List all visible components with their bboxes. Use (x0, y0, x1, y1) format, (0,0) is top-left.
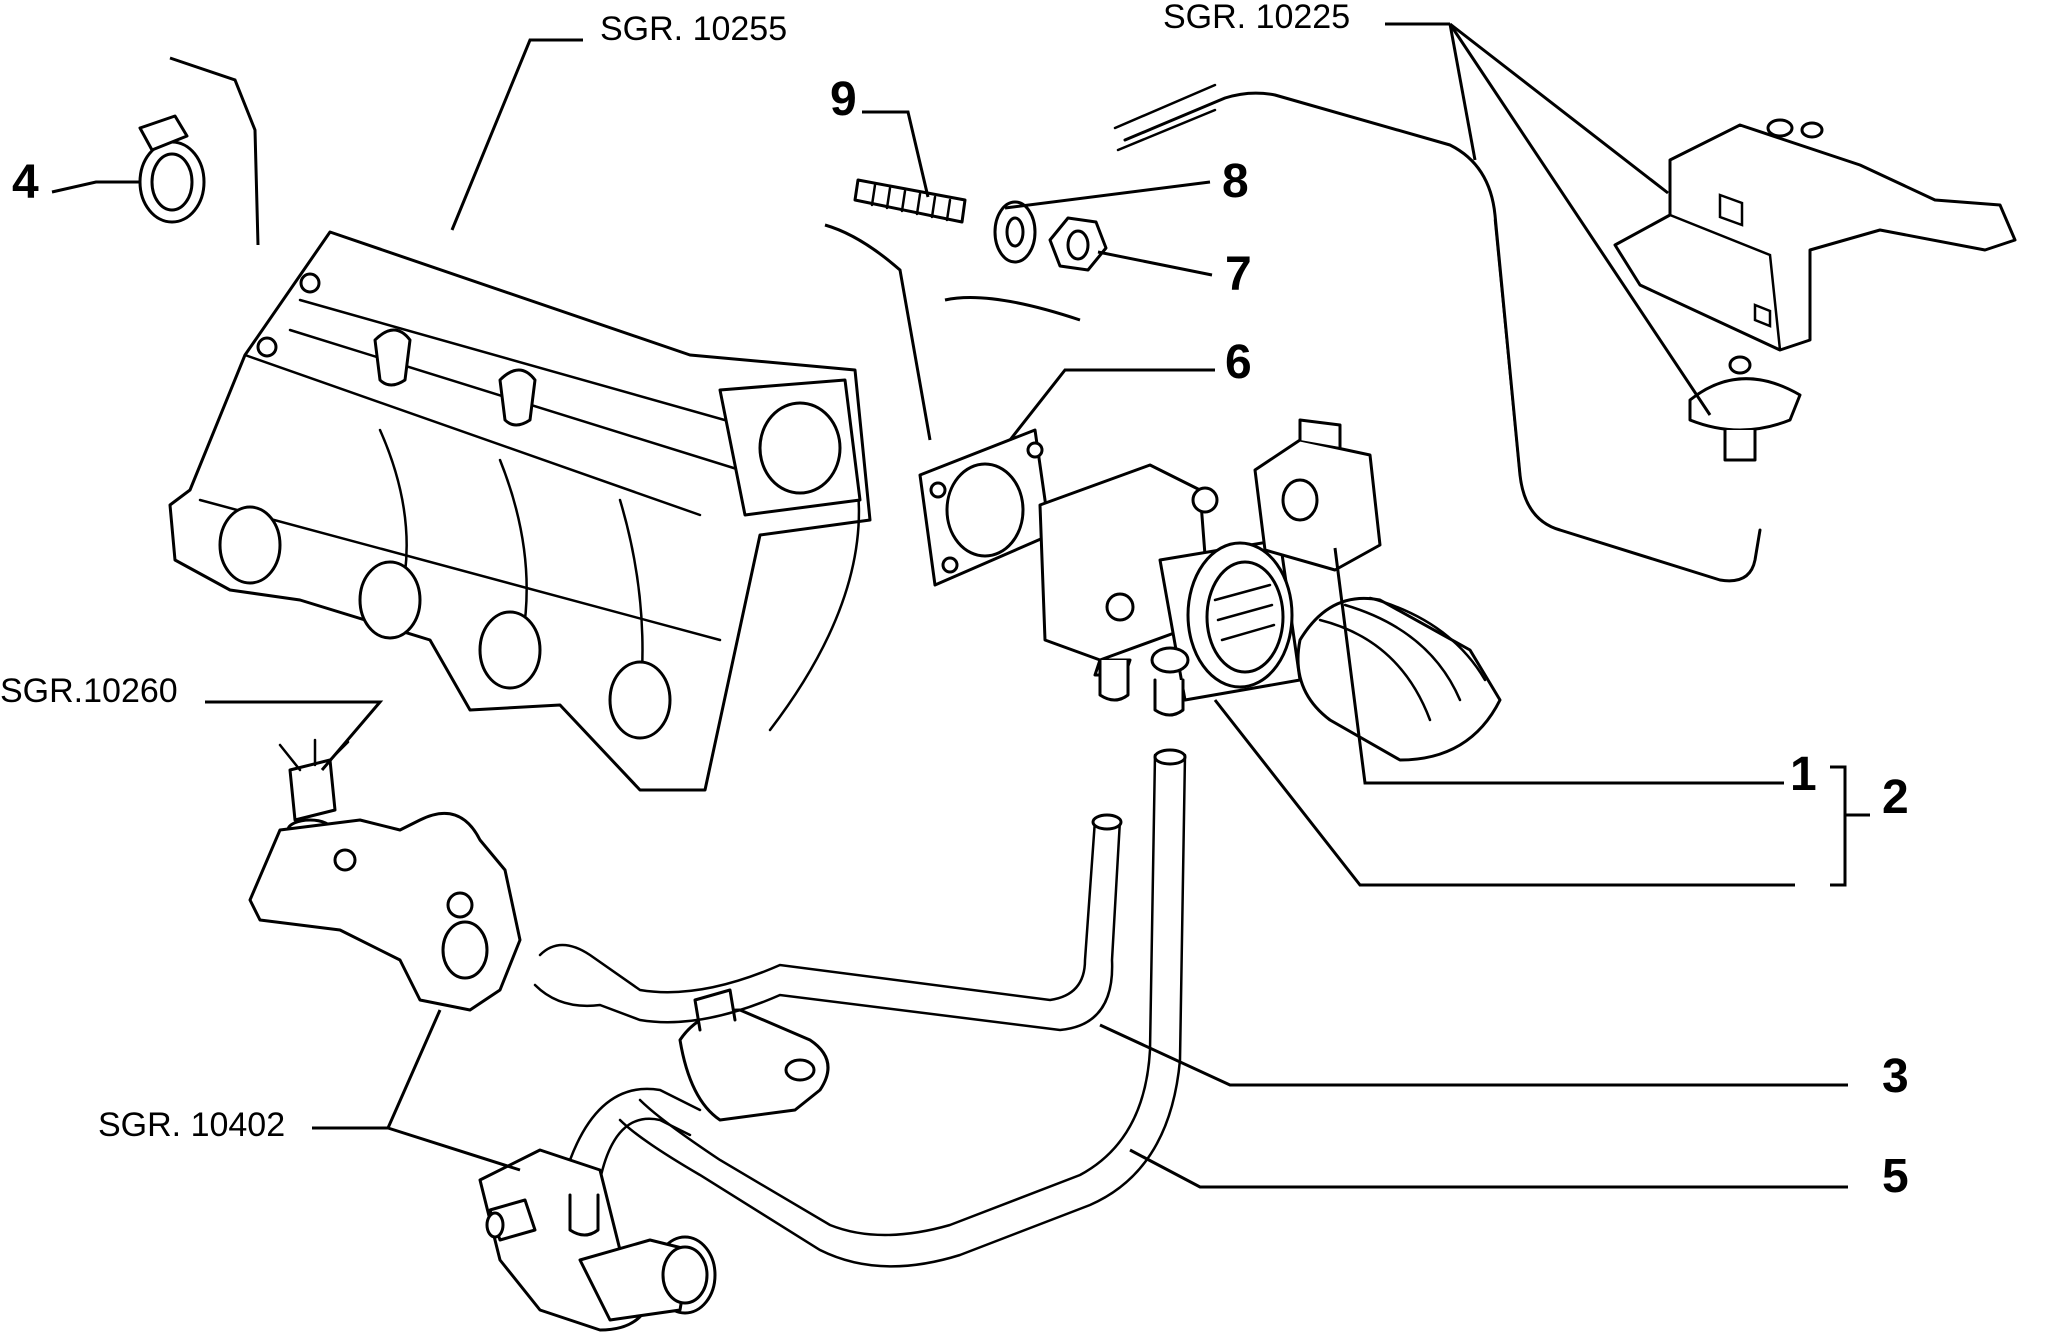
callout-3: 3 (1882, 1050, 1909, 1103)
intake-manifold (168, 230, 872, 792)
stud-washer-nut (853, 178, 1108, 272)
outlet-elbow (478, 1087, 717, 1332)
hose-5 (618, 748, 1187, 1268)
hose-clamp (138, 114, 206, 224)
air-duct-bellows (1296, 596, 1502, 762)
callout-9: 9 (830, 73, 857, 126)
water-pipe (678, 988, 830, 1122)
callout-2: 2 (1882, 771, 1909, 824)
hose-3 (533, 813, 1123, 1032)
position-sensor (1253, 418, 1382, 572)
throttle-body (1038, 463, 1302, 717)
thermostat-housing (248, 811, 522, 1012)
ref-sgr-10260: SGR.10260 (0, 672, 178, 710)
callout-1: 1 (1790, 748, 1817, 801)
callout-5: 5 (1882, 1150, 1909, 1203)
bracket-and-valve (1613, 118, 2017, 462)
subgroup-bracket-hardware (824, 223, 932, 441)
subgroup-bracket-top-left (169, 56, 260, 246)
vacuum-line (1113, 83, 1762, 583)
leader-lines (51, 22, 1870, 1189)
callout-8: 8 (1222, 155, 1249, 208)
callout-6: 6 (1225, 336, 1252, 389)
ref-sgr-10225: SGR. 10225 (1163, 0, 1350, 36)
gasket (918, 428, 1052, 587)
ref-sgr-10255: SGR. 10255 (600, 10, 787, 48)
subgroup-bracket-hardware-b (944, 296, 1081, 322)
callout-7: 7 (1225, 248, 1252, 301)
callout-4: 4 (12, 156, 39, 209)
ref-sgr-10402: SGR. 10402 (98, 1106, 285, 1144)
